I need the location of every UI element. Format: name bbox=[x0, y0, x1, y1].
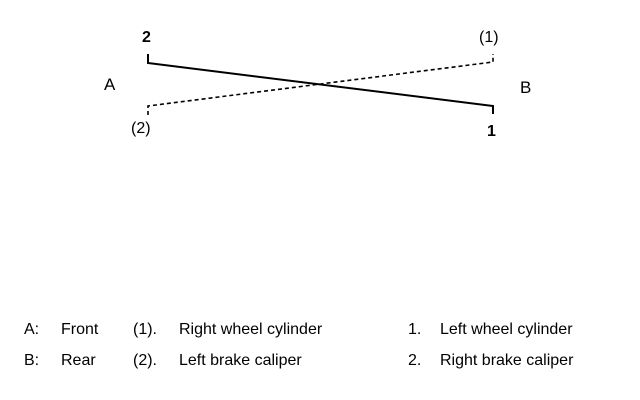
label-side-b: B bbox=[520, 78, 532, 97]
legend-num: 2. bbox=[408, 352, 422, 369]
legend-num-paren-desc: Right wheel cylinder bbox=[179, 321, 323, 338]
legend-num-paren: (1). bbox=[133, 321, 157, 338]
label-top-right: (1) bbox=[479, 29, 499, 46]
legend-side: Rear bbox=[61, 352, 96, 369]
label-bottom-right: 1 bbox=[487, 123, 496, 140]
legend-num-paren-desc: Left brake caliper bbox=[179, 352, 302, 369]
legend-key: A: bbox=[24, 321, 40, 338]
dashed-brake-line bbox=[147, 54, 494, 115]
legend-key: B: bbox=[24, 352, 40, 369]
legend-side: Front bbox=[61, 321, 99, 338]
legend-num-desc: Left wheel cylinder bbox=[440, 321, 573, 338]
legend-num-desc: Right brake caliper bbox=[440, 352, 574, 369]
label-bottom-left: (2) bbox=[131, 120, 151, 137]
label-side-a: A bbox=[104, 75, 116, 94]
legend-num: 1. bbox=[408, 321, 422, 338]
legend-num-paren: (2). bbox=[133, 352, 157, 369]
label-top-left: 2 bbox=[142, 29, 151, 46]
